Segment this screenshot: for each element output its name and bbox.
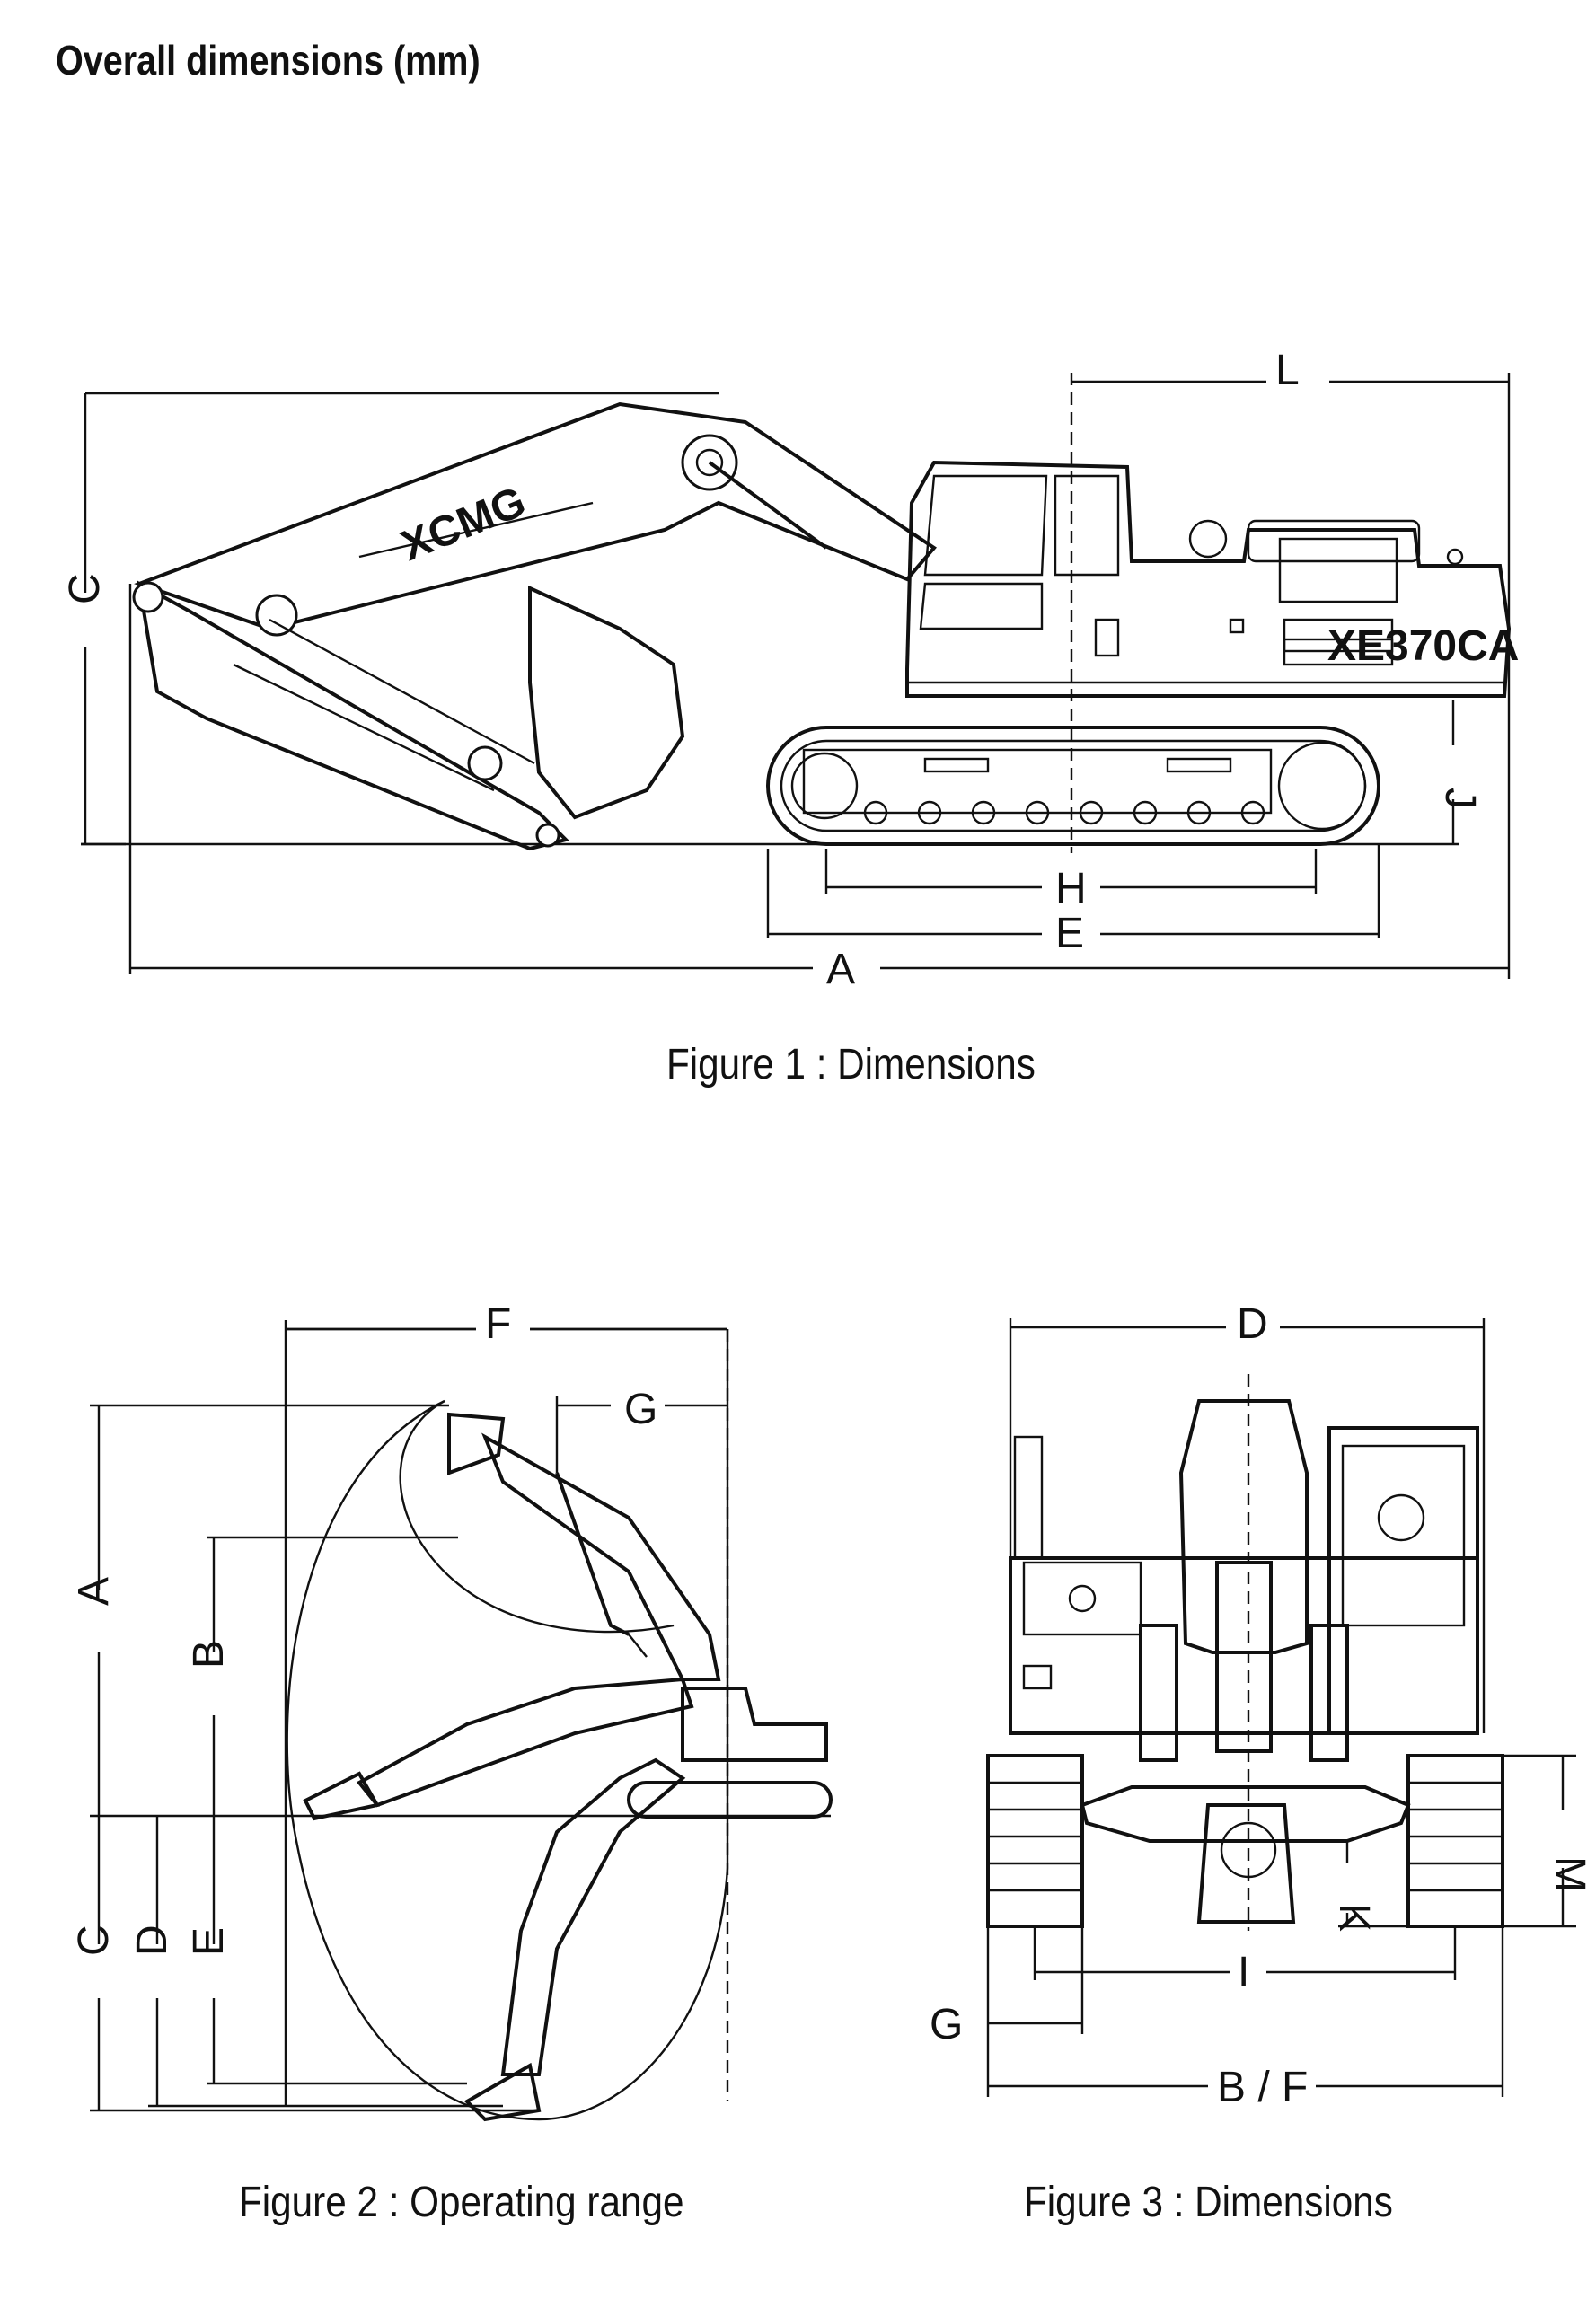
xcmg-logo: XCMG — [394, 478, 532, 570]
model-plate: XE370CA — [1327, 622, 1519, 670]
label-C: C — [61, 573, 109, 604]
label-M: M — [1546, 1856, 1593, 1892]
label-G: G — [624, 1386, 657, 1433]
figure-3-caption: Figure 3 : Dimensions — [1024, 2179, 1393, 2226]
page-title: Overall dimensions (mm) — [56, 37, 481, 84]
figure-3-dimension-lines: D M K I G B / F — [925, 1298, 1593, 2111]
label-H: H — [1055, 865, 1087, 912]
label-F: F — [485, 1300, 511, 1348]
figure-1-dimension-lines: L C J H E A — [61, 347, 1511, 993]
label-E: E — [1055, 910, 1084, 957]
excavator-front-view — [986, 1374, 1504, 1931]
label-J: J — [1436, 788, 1484, 809]
label-A: A — [70, 1577, 118, 1606]
label-B-F: B / F — [1217, 2064, 1308, 2111]
figure-2-caption: Figure 2 : Operating range — [239, 2179, 684, 2226]
label-E: E — [185, 1927, 233, 1956]
figure-1-side-view-diagram: XCMG XE370CA L C J H — [61, 347, 1519, 993]
excavator-side-view: XCMG XE370CA — [81, 401, 1519, 851]
label-L: L — [1275, 347, 1300, 394]
label-B: B — [185, 1640, 233, 1669]
label-D: D — [1237, 1300, 1268, 1348]
label-C: C — [70, 1925, 118, 1956]
excavator-operating-poses — [303, 1329, 833, 2122]
figure-1-caption: Figure 1 : Dimensions — [666, 1041, 1036, 1088]
label-A: A — [826, 946, 855, 993]
label-K: K — [1330, 1903, 1378, 1932]
figure-2-dimension-lines: F G A B C D E — [70, 1298, 831, 2112]
label-D: D — [128, 1925, 176, 1956]
operating-range-envelope — [286, 1327, 729, 2121]
label-I: I — [1238, 1949, 1249, 1996]
label-G: G — [930, 2001, 963, 2048]
